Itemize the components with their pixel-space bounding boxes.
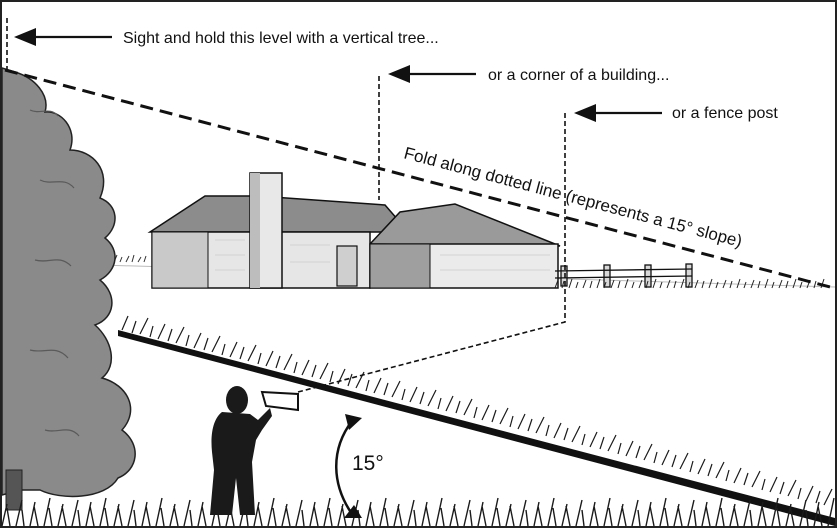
tree <box>1 66 136 511</box>
tree-foliage <box>1 66 136 498</box>
chimney-shadow <box>250 173 260 288</box>
fence <box>554 263 693 288</box>
fence-post <box>603 264 611 288</box>
label-fence: or a fence post <box>672 105 778 122</box>
fence-rail <box>554 275 693 279</box>
label-angle: 15° <box>352 452 384 475</box>
house-wing-shade <box>369 243 431 289</box>
label-building: or a corner of a building... <box>488 67 669 84</box>
sighting-device <box>260 390 299 412</box>
house-shaded-wall <box>151 231 209 289</box>
arrow-building <box>388 65 476 83</box>
fence-rail <box>554 268 693 272</box>
house <box>147 172 561 289</box>
arrow-tree <box>14 28 112 46</box>
foreground-grass <box>1 497 835 527</box>
house-wall-texture <box>215 239 550 271</box>
label-tree: Sight and hold this level with a vertica… <box>123 30 439 47</box>
arrow-fence <box>574 104 662 122</box>
distant-grass-right <box>554 278 825 289</box>
sight-line <box>297 112 566 393</box>
sloped-ground <box>118 315 835 526</box>
fence-post <box>560 265 568 287</box>
tree-trunk <box>5 469 23 511</box>
house-door <box>336 245 358 287</box>
fold-line <box>4 68 831 289</box>
tree-foliage-highlight <box>29 109 80 437</box>
person-body <box>210 408 272 515</box>
angle-indicator <box>335 414 362 518</box>
person-silhouette <box>210 386 272 515</box>
person-head <box>226 386 248 414</box>
